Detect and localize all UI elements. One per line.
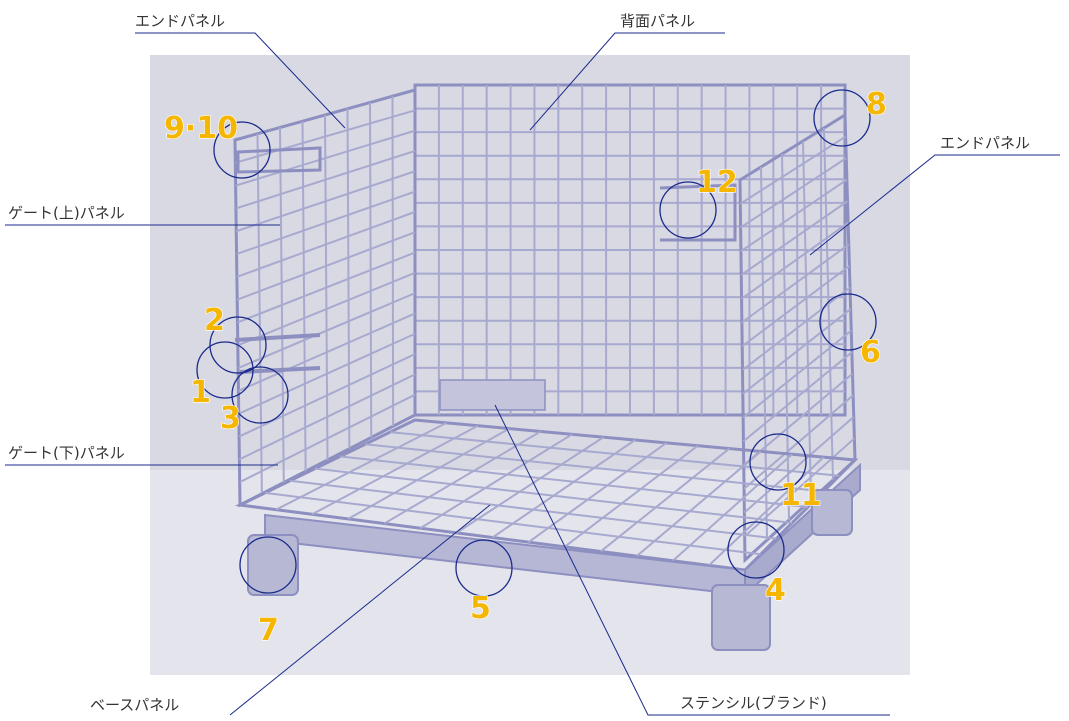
callout-12: 12 — [696, 165, 738, 200]
wire — [236, 190, 416, 256]
callout-rings — [196, 89, 877, 597]
ring-9-10 — [213, 121, 271, 179]
callout-2: 2 — [204, 303, 225, 338]
wire — [237, 271, 416, 347]
label-gate-upper: ゲート(上)パネル — [8, 204, 125, 222]
callout-numbers: 9·10 8 12 2 1 3 6 11 4 5 7 — [163, 86, 887, 648]
wire — [742, 351, 853, 443]
wire — [741, 286, 851, 371]
wire — [743, 394, 854, 490]
callout-4: 4 — [765, 573, 786, 608]
wire — [389, 431, 840, 477]
callout-1: 1 — [190, 375, 211, 410]
wire — [264, 491, 761, 556]
wire — [238, 312, 416, 392]
wire — [235, 129, 416, 187]
wire — [636, 450, 762, 557]
label-end-panel-right: エンドパネル — [940, 134, 1030, 152]
wire — [238, 353, 416, 438]
wire — [383, 430, 542, 525]
wire — [743, 416, 855, 514]
wire — [740, 157, 847, 229]
ring-8 — [813, 89, 871, 147]
ring-12 — [659, 181, 717, 239]
wire — [347, 427, 510, 520]
wire — [419, 433, 573, 530]
ring-5 — [455, 539, 513, 597]
wire — [600, 447, 730, 553]
wire — [237, 251, 416, 324]
wire — [740, 178, 848, 253]
label-back-panel: 背面パネル — [620, 12, 695, 30]
wire — [311, 424, 479, 516]
callout-9-10: 9·10 — [164, 111, 238, 146]
wire — [237, 292, 416, 370]
callout-6: 6 — [860, 335, 881, 370]
leader-back-panel — [529, 32, 725, 131]
cage-feet — [247, 489, 853, 651]
wire — [564, 444, 699, 548]
wire — [740, 221, 849, 300]
leader-end-panel-left — [135, 32, 346, 129]
wire — [743, 372, 854, 466]
ring-6 — [819, 293, 877, 351]
wire — [235, 170, 416, 233]
wire — [364, 443, 824, 493]
leader-lines — [5, 32, 1060, 716]
label-end-panel-left: エンドパネル — [135, 12, 225, 30]
callout-8: 8 — [866, 87, 887, 122]
ring-4 — [727, 521, 785, 579]
callout-5: 5 — [470, 591, 491, 626]
wire — [235, 149, 416, 210]
ring-1 — [196, 341, 254, 399]
wire — [236, 231, 416, 301]
wire — [275, 421, 447, 511]
wire — [672, 453, 793, 562]
stencil-plate — [439, 379, 546, 411]
wire — [527, 442, 668, 543]
leader-end-panel-right — [809, 154, 1060, 256]
wire — [339, 455, 808, 509]
right-end-panel-grid — [738, 112, 857, 564]
wire — [742, 308, 852, 395]
wire — [238, 332, 416, 415]
ring-2 — [209, 316, 267, 374]
wire — [739, 135, 847, 205]
wire — [741, 243, 850, 324]
wire — [236, 210, 416, 278]
callout-7: 7 — [258, 613, 279, 648]
wire — [741, 265, 850, 348]
label-base-panel: ベースパネル — [90, 696, 179, 714]
callout-11: 11 — [780, 478, 822, 513]
wire — [455, 436, 605, 534]
leader-stencil — [494, 404, 890, 716]
back-panel-grid — [413, 83, 847, 417]
ring-11 — [749, 433, 807, 491]
label-gate-lower: ゲート(下)パネル — [8, 444, 125, 462]
part-labels: エンドパネル 背面パネル エンドパネル ゲート(上)パネル ゲート(下)パネル … — [8, 12, 1030, 714]
gate-side-grid — [233, 88, 417, 508]
wire — [235, 109, 416, 164]
wire — [491, 439, 636, 539]
ring-7 — [239, 536, 297, 594]
ring-3 — [231, 366, 289, 424]
wire — [740, 200, 849, 276]
wire-cage-illustration — [233, 83, 861, 651]
wire — [238, 373, 416, 461]
wire — [239, 393, 416, 484]
callout-3: 3 — [220, 401, 241, 436]
label-stencil-brand: ステンシル(ブランド) — [680, 694, 827, 712]
wire — [289, 479, 777, 540]
leader-base-panel — [229, 504, 491, 716]
wire — [314, 467, 793, 524]
